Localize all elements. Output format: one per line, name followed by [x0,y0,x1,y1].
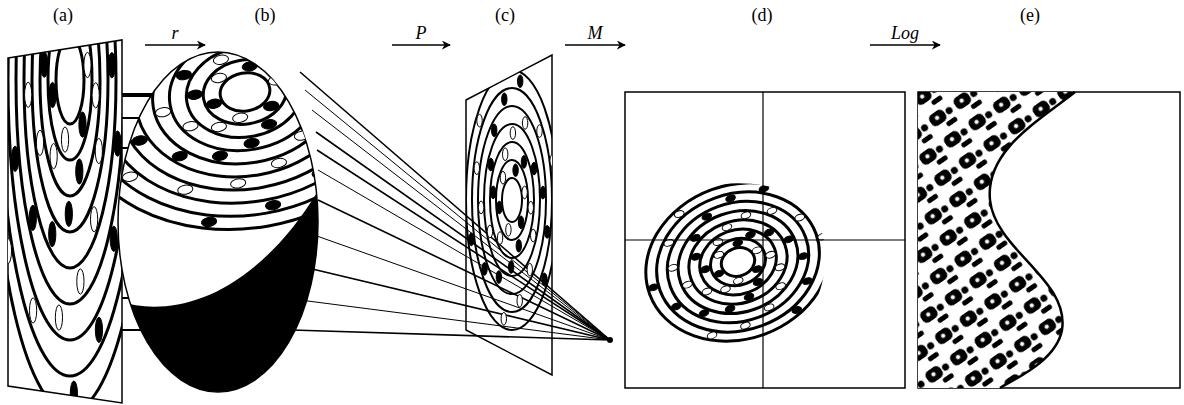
mapping-arrow [145,44,205,46]
map-name: M [586,24,605,42]
panel-heading: (a) [8,0,145,56]
panel-b-sphere [46,0,444,400]
map-name: P [414,24,429,42]
panel-c-plane [466,55,613,375]
panel-heading: (d) [625,0,870,56]
panel-label: (e) [1020,5,1040,25]
panel-label: (a) [53,5,73,25]
map-name: Log [889,24,921,42]
panel-e-log-plane [918,92,1180,388]
panel-label: (d) [752,5,773,25]
panel-label: (b) [255,5,276,25]
panel-label: (c) [495,5,515,25]
map-name: r [169,24,180,42]
projection-rays [292,72,610,340]
panel-heading: (b) [205,0,392,56]
panel-heading: (e) [940,0,1176,56]
panel-heading: (c) [450,0,565,56]
mapping-arrow [565,44,625,46]
panel-d-plane [623,92,905,388]
mapping-arrow [392,44,450,46]
mapping-arrow [870,44,940,46]
